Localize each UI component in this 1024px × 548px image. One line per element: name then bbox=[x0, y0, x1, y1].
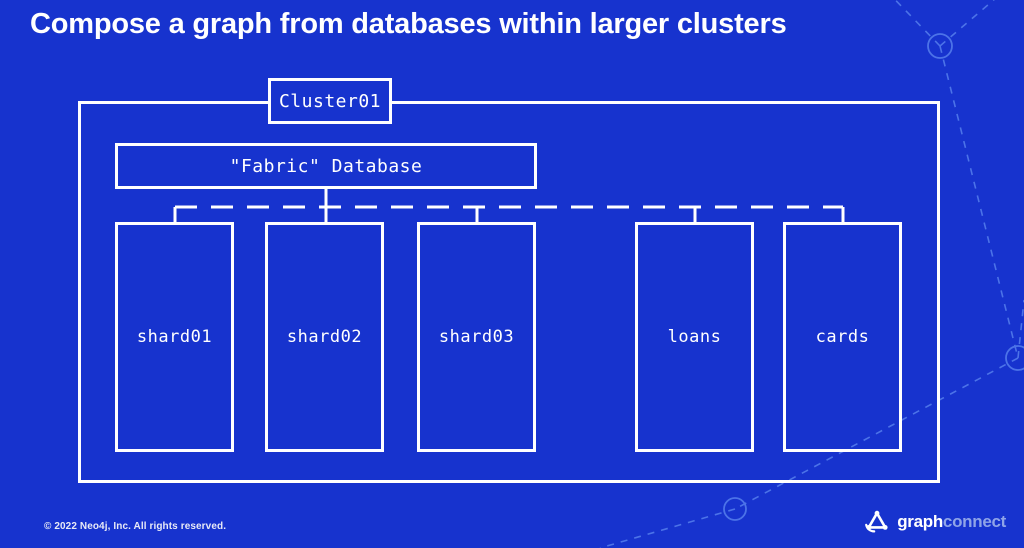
database-box-loans: loans bbox=[635, 222, 754, 452]
copyright-text: © 2022 Neo4j, Inc. All rights reserved. bbox=[44, 521, 227, 532]
fabric-database-box: "Fabric" Database bbox=[115, 143, 537, 189]
fabric-database-label: "Fabric" Database bbox=[229, 155, 423, 177]
database-label: shard01 bbox=[136, 327, 213, 347]
database-box-shard01: shard01 bbox=[115, 222, 234, 452]
database-box-cards: cards bbox=[783, 222, 902, 452]
cluster-label: Cluster01 bbox=[278, 90, 382, 112]
cluster-label-box: Cluster01 bbox=[268, 78, 392, 124]
database-label: cards bbox=[815, 327, 870, 347]
logo-wordmark: graphconnect bbox=[897, 513, 1006, 530]
database-label: loans bbox=[667, 327, 722, 347]
database-label: shard02 bbox=[286, 327, 363, 347]
cluster-container-box bbox=[78, 101, 940, 483]
database-label: shard03 bbox=[438, 327, 515, 347]
page-title: Compose a graph from databases within la… bbox=[30, 8, 787, 40]
logo-word-graph: graph bbox=[897, 511, 943, 531]
database-box-shard03: shard03 bbox=[417, 222, 536, 452]
graphconnect-logo: graphconnect bbox=[863, 506, 1006, 536]
database-box-shard02: shard02 bbox=[265, 222, 384, 452]
logo-word-connect: connect bbox=[942, 511, 1006, 531]
graphconnect-triangle-icon bbox=[865, 510, 888, 533]
cluster-border-gap bbox=[268, 96, 392, 108]
